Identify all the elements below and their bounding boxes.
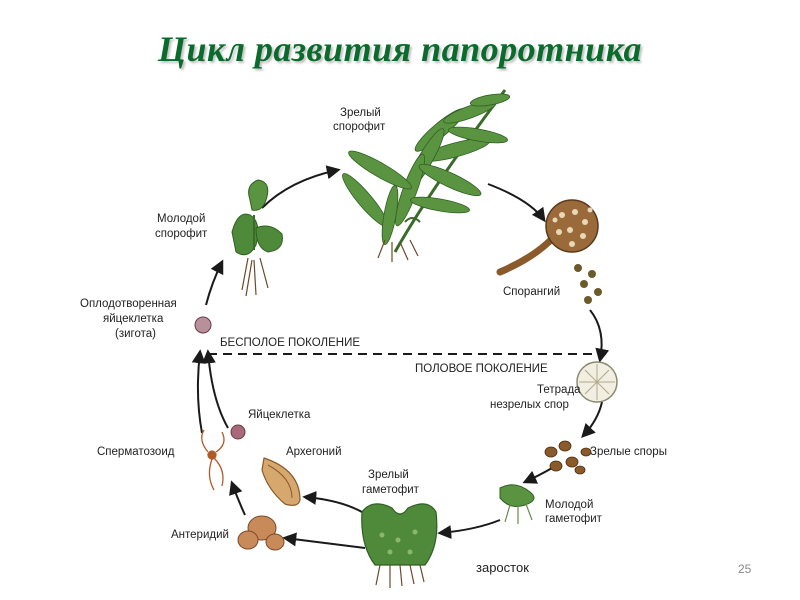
tetrad-label-1: Тетрада xyxy=(537,384,581,396)
antheridium-label: Антеридий xyxy=(171,529,229,541)
sporangium-illustration xyxy=(496,199,602,304)
cycle-arrows xyxy=(191,165,610,549)
tetrad-label-2: незрелых спор xyxy=(490,399,569,411)
asexual-generation-label: БЕСПОЛОЕ ПОКОЛЕНИЕ xyxy=(220,337,360,349)
arrow-spermatozoid-to-zygote xyxy=(191,349,206,434)
young-sporophyte-label-1: Молодой xyxy=(157,213,205,225)
egg-cell-illustration xyxy=(230,424,246,440)
arrow-young-to-mature-gametophyte xyxy=(437,519,501,540)
young-gametophyte-label-2: гаметофит xyxy=(545,513,603,525)
page-number: 25 xyxy=(738,562,752,576)
egg-cell-label: Яйцеклетка xyxy=(248,409,311,421)
mature-sporophyte-label-1: Зрелый xyxy=(340,107,381,119)
zygote-label-1: Оплодотворенная xyxy=(80,298,177,310)
archegonium-illustration xyxy=(261,457,301,506)
slide-title: Цикл развития папоротника xyxy=(157,29,643,69)
arrow-spores-to-young-gametophyte xyxy=(522,467,553,484)
young-sporophyte-illustration xyxy=(231,179,283,297)
archegonium-label: Архегоний xyxy=(286,446,342,458)
mature-sporophyte-illustration xyxy=(342,89,511,262)
sporangium-label: Спорангий xyxy=(503,286,560,298)
mature-sporophyte-label-2: спорофит xyxy=(333,121,386,133)
arrow-egg-to-zygote xyxy=(201,349,229,429)
tetrad-illustration xyxy=(576,361,618,403)
arrow-young-to-mature-sporophyte xyxy=(261,165,341,209)
arrow-zygote-to-young-sporophyte xyxy=(205,259,224,306)
zygote-label-3: (зигота) xyxy=(115,328,156,340)
zygote-label-2: яйцеклетка xyxy=(103,313,164,325)
antheridium-illustration xyxy=(237,515,285,551)
spermatozoid-label: Сперматозоид xyxy=(97,446,175,458)
caption-text: заросток xyxy=(476,560,529,575)
arrow-sporangium-to-tetrad xyxy=(589,309,610,363)
mature-spores-illustration xyxy=(544,440,592,475)
spermatozoid-illustration xyxy=(201,429,225,491)
arrow-gametophyte-to-antheridium xyxy=(282,532,366,549)
young-sporophyte-label-2: спорофит xyxy=(155,228,208,240)
sexual-generation-label: ПОЛОВОЕ ПОКОЛЕНИЕ xyxy=(415,363,548,375)
mature-gametophyte-illustration xyxy=(361,503,438,588)
young-gametophyte-label-1: Молодой xyxy=(545,499,593,511)
young-gametophyte-illustration xyxy=(499,484,535,524)
arrow-tetrad-to-spores xyxy=(581,401,603,439)
mature-spores-label: Зрелые споры xyxy=(590,446,667,458)
mature-gametophyte-label-1: Зрелый xyxy=(368,469,409,481)
arrow-mature-sporophyte-to-sporangium xyxy=(487,183,546,223)
arrow-gametophyte-to-archegonium xyxy=(302,490,363,513)
mature-gametophyte-label-2: гаметофит xyxy=(362,484,420,496)
zygote-illustration xyxy=(194,316,212,334)
arrow-antheridium-to-spermatozoid xyxy=(229,480,246,516)
